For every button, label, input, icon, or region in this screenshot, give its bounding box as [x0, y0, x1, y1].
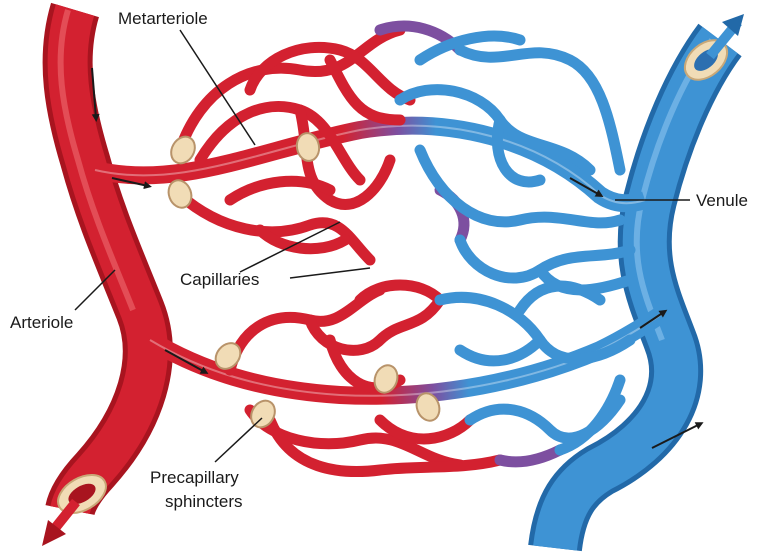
arteriole-label: Arteriole: [10, 313, 73, 332]
arteriole-vessel: [42, 10, 148, 546]
metarteriole-label: Metarteriole: [118, 9, 208, 28]
venule-vessel: [555, 14, 744, 548]
capillaries-leader-2: [290, 268, 370, 278]
precapillary-label-line1: Precapillary: [150, 468, 239, 487]
capillaries-label: Capillaries: [180, 270, 259, 289]
capillary-network: [180, 26, 630, 471]
precapillary-label-line2: sphincters: [165, 492, 242, 511]
venule-label: Venule: [696, 191, 748, 210]
precapillary-leader: [215, 418, 262, 462]
